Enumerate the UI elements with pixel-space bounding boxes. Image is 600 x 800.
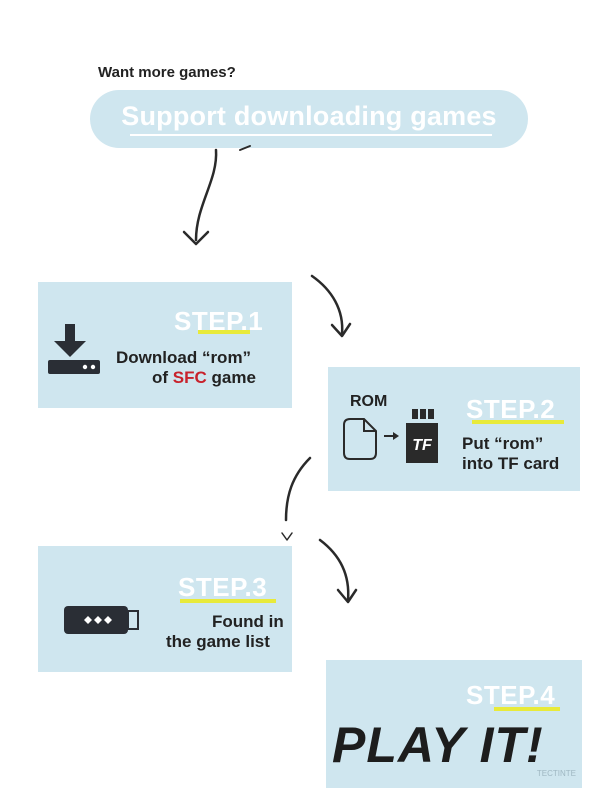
- step-2-title: STEP.2: [466, 394, 556, 424]
- download-icon: [48, 324, 100, 374]
- arrow-curve-icon: [284, 456, 312, 522]
- step-2-card: STEP.2 ROM TF Put “rom” into TF card: [328, 367, 580, 491]
- step-4-card: STEP.4 PLAY IT! TECTINTE: [326, 660, 582, 788]
- arrow-head: [330, 322, 352, 338]
- step-3-title: STEP.3: [178, 572, 268, 602]
- tf-card-icon: TF: [406, 409, 438, 463]
- step-1-card: STEP.1 Download “rom” of SFC game: [38, 282, 292, 408]
- rom-label: ROM: [350, 393, 388, 410]
- arrow-curve-icon: [310, 274, 344, 336]
- banner-underline: [130, 134, 492, 136]
- usb-stick-icon: [64, 606, 139, 634]
- banner-text: Support downloading games: [121, 101, 497, 131]
- step-2-underline: [472, 420, 564, 424]
- tf-card-label: TF: [412, 437, 433, 454]
- step-3-line-2: the game list: [166, 632, 270, 651]
- arrow-right-icon: [384, 432, 399, 440]
- arrow-down-icon: [194, 148, 218, 242]
- arrow-curve-icon: [318, 538, 350, 602]
- step-1-line-1: Download “rom”: [116, 348, 252, 367]
- step-3-underline: [180, 599, 276, 603]
- step-2-line-1: Put “rom”: [462, 434, 544, 453]
- watermark: TECTINTE: [536, 769, 576, 778]
- arrow-head: [336, 588, 358, 604]
- step-4-underline: [494, 707, 560, 711]
- step-3-card: STEP.3 Found in the game list: [38, 546, 292, 672]
- arrow-head: [182, 230, 210, 246]
- step-3-line-1: Found in: [212, 612, 284, 631]
- step-2-line-2: into TF card: [462, 454, 560, 473]
- banner: Support downloading games: [90, 90, 528, 148]
- step-4-title: STEP.4: [466, 680, 556, 710]
- step-1-underline: [198, 330, 250, 334]
- intro-text: Want more games?: [98, 64, 236, 81]
- arrow-head: [281, 532, 293, 541]
- file-icon: [343, 418, 377, 460]
- sfc-highlight: SFC: [172, 368, 207, 387]
- step-1-line-2: of SFC game: [152, 368, 256, 387]
- play-it-text: PLAY IT!: [332, 717, 544, 773]
